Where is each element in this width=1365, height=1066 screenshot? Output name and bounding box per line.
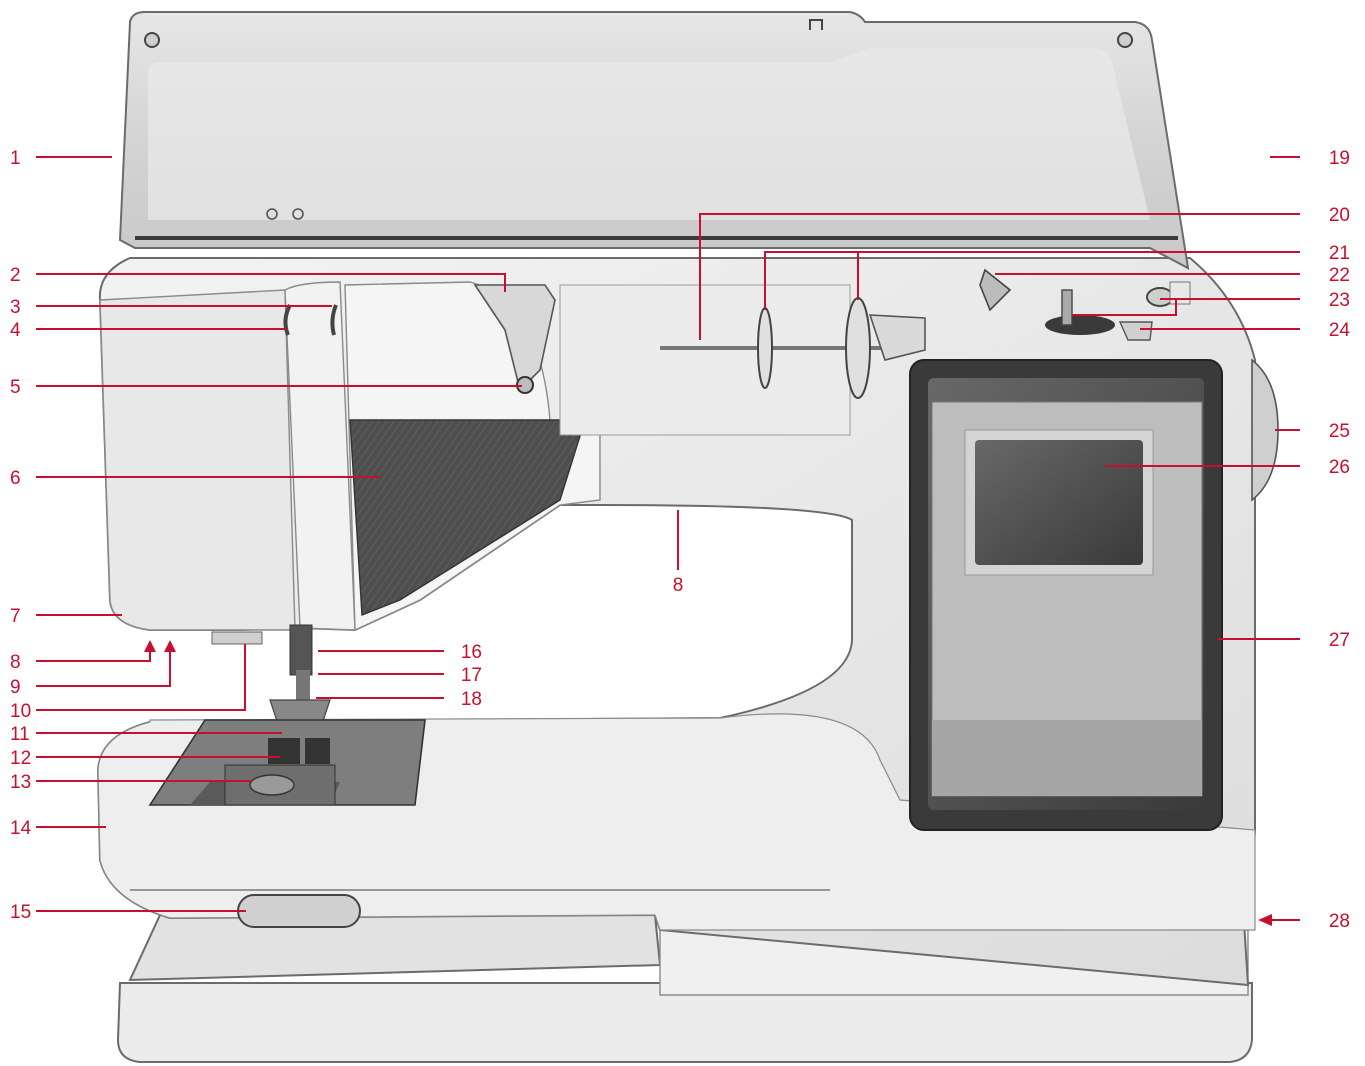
callout-c24: 24 bbox=[1140, 320, 1350, 341]
callout-label: 21 bbox=[1329, 243, 1350, 264]
callout-label: 23 bbox=[1329, 290, 1350, 311]
leader-line bbox=[36, 648, 151, 662]
callout-c7: 7 bbox=[10, 606, 122, 627]
callout-label: 5 bbox=[10, 377, 21, 398]
callout-label: 4 bbox=[10, 320, 21, 341]
leader-line bbox=[1072, 298, 1300, 316]
callout-c4: 4 bbox=[10, 320, 286, 341]
callout-c26: 26 bbox=[1105, 457, 1350, 478]
callout-label: 9 bbox=[10, 677, 21, 698]
leader-line bbox=[36, 644, 246, 711]
callout-c19: 19 bbox=[1270, 148, 1350, 169]
callout-label: 3 bbox=[10, 297, 21, 318]
leader-line bbox=[36, 650, 171, 687]
callout-c3: 3 bbox=[10, 297, 332, 318]
handwheel bbox=[1251, 358, 1279, 502]
callout-c27: 27 bbox=[1218, 630, 1350, 651]
callout-c11: 11 bbox=[10, 724, 282, 745]
leader-arrowhead bbox=[144, 640, 156, 652]
callout-label: 18 bbox=[461, 689, 482, 710]
machine-head bbox=[99, 281, 601, 731]
leader-line bbox=[699, 213, 1300, 340]
callout-label: 8 bbox=[10, 652, 21, 673]
callout-c9: 9 bbox=[10, 640, 176, 698]
callout-c16: 16 bbox=[318, 642, 482, 663]
leader-line bbox=[36, 273, 506, 292]
callout-label: 2 bbox=[10, 265, 21, 286]
callout-label: 28 bbox=[1329, 911, 1350, 932]
callout-layer: 1234567889101112131415161718192021222324… bbox=[10, 148, 1350, 932]
callout-c18: 18 bbox=[316, 689, 482, 710]
leader-arrowhead bbox=[1258, 914, 1272, 926]
callout-c25: 25 bbox=[1275, 421, 1350, 442]
callout-c2: 2 bbox=[10, 265, 506, 292]
leader-line bbox=[764, 251, 1300, 310]
callout-c22: 22 bbox=[995, 265, 1350, 286]
callout-label: 17 bbox=[461, 665, 482, 686]
callout-c20: 20 bbox=[699, 205, 1350, 340]
callout-c14: 14 bbox=[10, 818, 106, 839]
callout-c23: 23 bbox=[1072, 290, 1350, 316]
callout-label: 24 bbox=[1329, 320, 1351, 341]
callout-label: 10 bbox=[10, 701, 31, 722]
spool-area bbox=[559, 268, 1191, 436]
callout-c12: 12 bbox=[10, 748, 280, 769]
callout-c13: 13 bbox=[10, 772, 252, 793]
callout-c5: 5 bbox=[10, 377, 522, 398]
callout-label: 13 bbox=[10, 772, 31, 793]
callout-label: 14 bbox=[10, 818, 32, 839]
accessory-lid bbox=[118, 11, 1190, 270]
callout-label: 16 bbox=[461, 642, 482, 663]
instruction-panel bbox=[349, 419, 586, 617]
callout-label: 19 bbox=[1329, 148, 1350, 169]
callout-c28: 28 bbox=[1258, 911, 1350, 932]
callout-c1: 1 bbox=[10, 148, 112, 169]
leader-arrowhead bbox=[164, 640, 176, 652]
callout-c6: 6 bbox=[10, 468, 380, 489]
callout-c10: 10 bbox=[10, 644, 246, 722]
callout-c8a: 8 bbox=[10, 640, 156, 673]
callout-label: 8 bbox=[673, 575, 684, 596]
callout-label: 6 bbox=[10, 468, 21, 489]
callout-label: 27 bbox=[1329, 630, 1350, 651]
callout-label: 7 bbox=[10, 606, 21, 627]
callout-label: 22 bbox=[1329, 265, 1350, 286]
callout-label: 12 bbox=[10, 748, 31, 769]
callout-label: 15 bbox=[10, 902, 31, 923]
slider-control bbox=[237, 894, 361, 928]
callout-c15: 15 bbox=[10, 902, 246, 923]
touch-screen-panel bbox=[909, 359, 1223, 831]
callout-label: 26 bbox=[1329, 457, 1350, 478]
callout-label: 11 bbox=[10, 724, 30, 745]
callout-c17: 17 bbox=[318, 665, 482, 686]
callout-label: 1 bbox=[10, 148, 21, 169]
callout-label: 25 bbox=[1329, 421, 1350, 442]
callout-label: 20 bbox=[1329, 205, 1350, 226]
callout-c8b: 8 bbox=[673, 510, 684, 596]
needle-plate bbox=[148, 719, 426, 806]
callout-c21: 21 bbox=[764, 243, 1350, 310]
